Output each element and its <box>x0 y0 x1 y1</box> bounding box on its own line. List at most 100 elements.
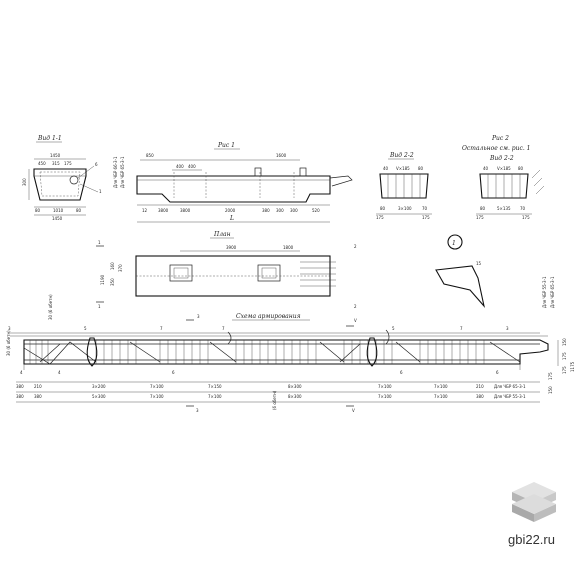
scheme-dim: 380 <box>34 394 42 399</box>
scheme-left-note: 30 (6 обетн) <box>48 294 53 320</box>
fig-2-dim-top: V×185 <box>497 166 511 171</box>
view-1-1-dim-sub: 175 <box>64 161 72 166</box>
view-1-1-dim-bottom: 80 <box>76 208 82 213</box>
view-2-2-dim-top: 40 <box>383 166 389 171</box>
fig-1-dim-bottom: 300 <box>290 208 298 213</box>
view-2-2-dim-top: 80 <box>418 166 424 171</box>
section-marker: V <box>354 318 357 323</box>
rebar-position: 7 <box>460 326 463 331</box>
view-2-2-dim-top: V×185 <box>396 166 410 171</box>
fig-2-dim-bottom: 5×135 <box>497 206 511 211</box>
scheme-dim: 210 <box>476 384 484 389</box>
fig-2-dim-top: 80 <box>518 166 524 171</box>
rebar-position: 4 <box>58 370 61 375</box>
fig-1-title: Рис 1 <box>217 142 235 149</box>
scheme-dim: 380 <box>16 384 24 389</box>
fig-1-dim-top: 850 <box>146 153 154 158</box>
plan-dim-top: 1800 <box>283 245 294 250</box>
scheme-dim: Для ЧБР 55-3-1 <box>494 394 526 399</box>
section-marker: 3 <box>197 314 200 319</box>
section-marker: 1 <box>98 304 101 309</box>
view-1-1-callout: 6 <box>95 162 98 167</box>
view-2-2-dim-edge: 175 <box>422 215 430 220</box>
scheme-dim: 5×300 <box>92 394 106 399</box>
view-1-1-dim-top: 1450 <box>50 153 61 158</box>
rebar-position: 3 <box>506 326 509 331</box>
fig-1-dim-bottom: 12 <box>142 208 148 213</box>
fig-1-dim-bottom: 520 <box>312 208 320 213</box>
fig-2-dim-top: 40 <box>483 166 489 171</box>
rebar-position: 6 <box>496 370 499 375</box>
view-1-1: Вид 1-1 1450 450 315 175 6 1 300 80 1010… <box>22 135 102 221</box>
scheme-right-dim: 175 <box>562 352 567 360</box>
plan-view: План 3900 1800 1 1 2 2 160 350 370 1190 … <box>96 231 485 309</box>
scheme-title: Схема армирования <box>236 313 301 320</box>
fig-2-dim-bottom: 70 <box>520 206 526 211</box>
section-marker: 2 <box>354 244 357 249</box>
section-marker: 2 <box>354 304 357 309</box>
fig-2-dim-edge: 175 <box>522 215 530 220</box>
scheme-dim: 7×100 <box>434 394 448 399</box>
fig-1-side-note: Для ЧБР 65-3-1 <box>120 156 125 188</box>
fig-1-dim-top: 400 <box>188 164 196 169</box>
fig-1-dim-bottom: 3800 <box>158 208 169 213</box>
rebar-position: 7 <box>160 326 163 331</box>
fig-2-dim-bottom: 80 <box>480 206 486 211</box>
rebar-position: 6 <box>172 370 175 375</box>
section-marker: 1 <box>98 240 101 245</box>
scheme-right-dim: 150 <box>562 338 567 346</box>
scheme-center-note: (6 обетн) <box>272 390 277 410</box>
scheme-dim: 3×200 <box>92 384 106 389</box>
view-1-1-dim-sub: 450 <box>38 161 46 166</box>
scheme-dim: 380 <box>476 394 484 399</box>
fig-1-dim-bottom: 300 <box>276 208 284 213</box>
view-2-2-dim-edge: 175 <box>376 215 384 220</box>
fig-1-span-label: L <box>229 215 234 222</box>
plan-dim-side: 1190 <box>100 274 105 285</box>
site-logo: gbi22.ru <box>508 482 556 547</box>
scheme-dim: 380 <box>16 394 24 399</box>
scheme-dim: 7×100 <box>434 384 448 389</box>
rebar-position: 3 <box>8 326 11 331</box>
plan-dim-side: 160 <box>110 262 115 270</box>
rebar-position: 5 <box>392 326 395 331</box>
detail-dim: 15 <box>476 261 482 266</box>
plan-dim-top: 3900 <box>226 245 237 250</box>
fig-1-dim-bottom: 3800 <box>180 208 191 213</box>
view-1-1-dim-sub: 315 <box>52 161 60 166</box>
scheme-dim: Для ЧБР 65-3-1 <box>494 384 526 389</box>
rebar-position: 5 <box>84 326 87 331</box>
fig-2-dim-edge: 175 <box>476 215 484 220</box>
fig-1-dim-top: 1600 <box>276 153 287 158</box>
scheme-right-note: Для ЧБР 55-3-1 <box>542 276 547 308</box>
watermark-text: gbi22.ru <box>508 532 555 547</box>
scheme-dim: 7×100 <box>208 394 222 399</box>
view-2-2-title: Вид 2-2 <box>389 152 414 159</box>
fig-1-dim-bottom: 2000 <box>225 208 236 213</box>
scheme-right-dim: 175 <box>548 372 553 380</box>
figure-2: Рис 2 Остальное см. рис. 1 Вид 2-2 40 V×… <box>462 135 545 220</box>
fig-1-dim-top: 400 <box>176 164 184 169</box>
view-1-1-dim-bottom: 1010 <box>53 208 64 213</box>
plan-title: План <box>213 231 231 238</box>
view-2-2-dim-bottom: 3×100 <box>398 206 412 211</box>
detail-marker: 1 <box>452 240 456 247</box>
view-1-1-dim-left: 300 <box>22 178 27 186</box>
view-2-2: Вид 2-2 40 V×185 80 80 3×100 70 175 175 <box>376 152 432 220</box>
fig-2-title: Рис 2 <box>491 135 509 142</box>
section-marker: 4 <box>20 370 23 375</box>
rebar-position: 7 <box>222 326 225 331</box>
stirrups <box>29 340 485 364</box>
plan-dim-side: 350 <box>110 278 115 286</box>
fig-1-dim-bottom: 380 <box>262 208 270 213</box>
rebar-position: 6 <box>400 370 403 375</box>
section-marker: V <box>352 408 355 413</box>
fig-1-side-note: Для ЧБР 66-3-1 <box>113 156 118 188</box>
scheme-dim: 7×100 <box>150 394 164 399</box>
scheme-left-note: 30 (6 обетн) <box>6 330 11 356</box>
view-2-2-dim-bottom: 80 <box>380 206 386 211</box>
scheme-right-dim: 150 <box>548 386 553 394</box>
section-marker: 3 <box>196 408 199 413</box>
view-1-1-dim-total: 1450 <box>52 216 63 221</box>
